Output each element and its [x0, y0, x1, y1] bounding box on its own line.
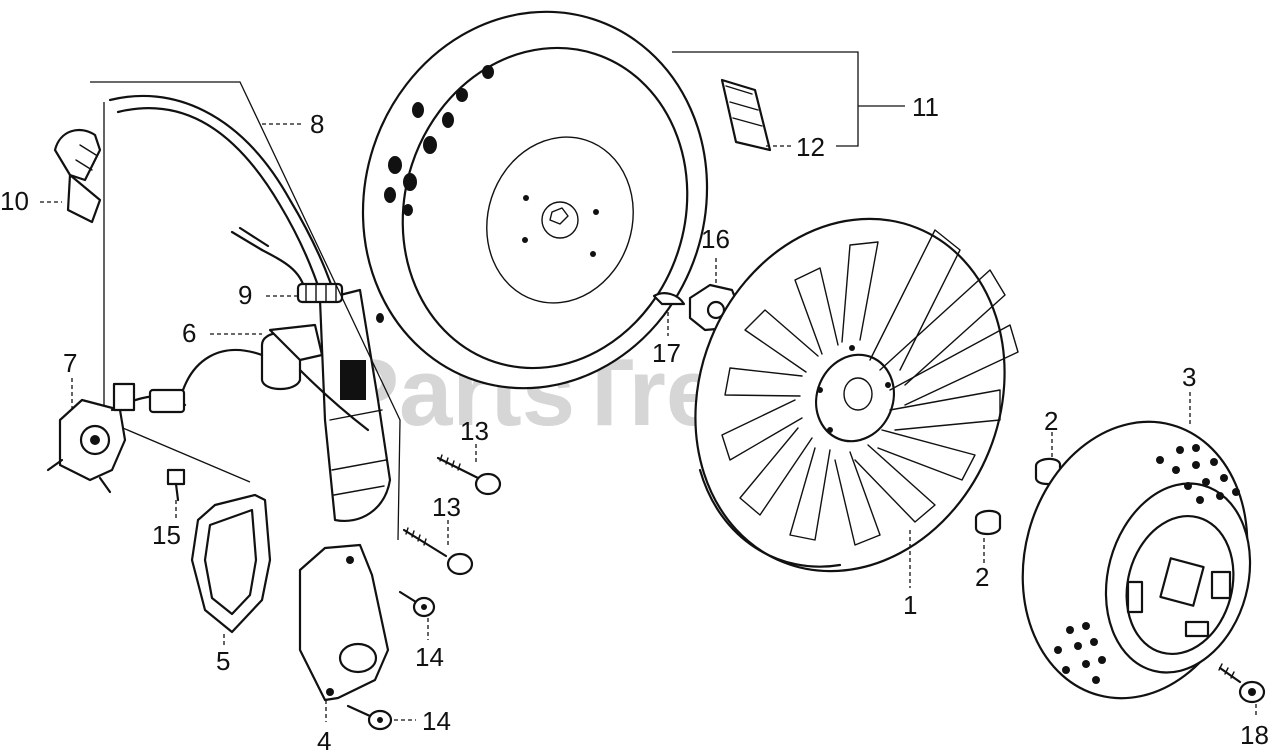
- bolt-part-13-upper[interactable]: [436, 454, 502, 496]
- callout-18: 18: [1240, 720, 1269, 750]
- flywheel-part-11[interactable]: [315, 0, 756, 433]
- callout-13-upper: 13: [460, 416, 489, 446]
- callout-11: 11: [912, 92, 939, 122]
- callout-14-upper: 14: [415, 642, 444, 672]
- callout-15: 15: [152, 520, 181, 550]
- callout-7: 7: [63, 348, 77, 378]
- callout-1: 1: [903, 590, 917, 620]
- callout-13-lower: 13: [432, 492, 461, 522]
- callout-labels: 1 2 2 3 4 5 6 7 8 9 10 11 12 13 13 14 14…: [0, 92, 1269, 756]
- leader-lines: [40, 51, 1257, 722]
- callout-3: 3: [1182, 362, 1196, 392]
- callout-6: 6: [182, 318, 196, 348]
- callout-17: 17: [652, 338, 681, 368]
- callout-2-upper: 2: [1044, 406, 1058, 436]
- plate-part-12[interactable]: [720, 78, 772, 152]
- callout-9: 9: [238, 280, 252, 310]
- starter-pulley-part-3[interactable]: [993, 396, 1278, 723]
- bolt-part-13-lower[interactable]: [402, 527, 474, 576]
- contact-breaker-part-7[interactable]: [46, 382, 187, 494]
- callout-8: 8: [310, 109, 324, 139]
- bolt-part-14-lower[interactable]: [346, 704, 393, 731]
- spark-plug-cap-part-10[interactable]: [53, 128, 102, 224]
- callout-10: 10: [0, 186, 29, 216]
- cooling-fan-part-1[interactable]: [643, 172, 1056, 618]
- bolt-part-14-upper[interactable]: [398, 590, 436, 618]
- screw-part-15[interactable]: [166, 468, 186, 502]
- callout-12: 12: [796, 132, 825, 162]
- callout-2-lower: 2: [975, 562, 989, 592]
- callout-4: 4: [317, 726, 331, 756]
- callout-5: 5: [216, 646, 230, 676]
- collar-part-2-lower[interactable]: [974, 509, 1002, 536]
- bolt-part-18[interactable]: [1218, 663, 1266, 704]
- grommet-part-9[interactable]: [296, 282, 344, 304]
- callout-16: 16: [701, 224, 730, 254]
- callout-14-lower: 14: [422, 706, 451, 736]
- woodruff-key-part-17[interactable]: [652, 292, 686, 306]
- condenser-part-6[interactable]: [178, 323, 370, 432]
- cover-part-4[interactable]: [298, 543, 390, 702]
